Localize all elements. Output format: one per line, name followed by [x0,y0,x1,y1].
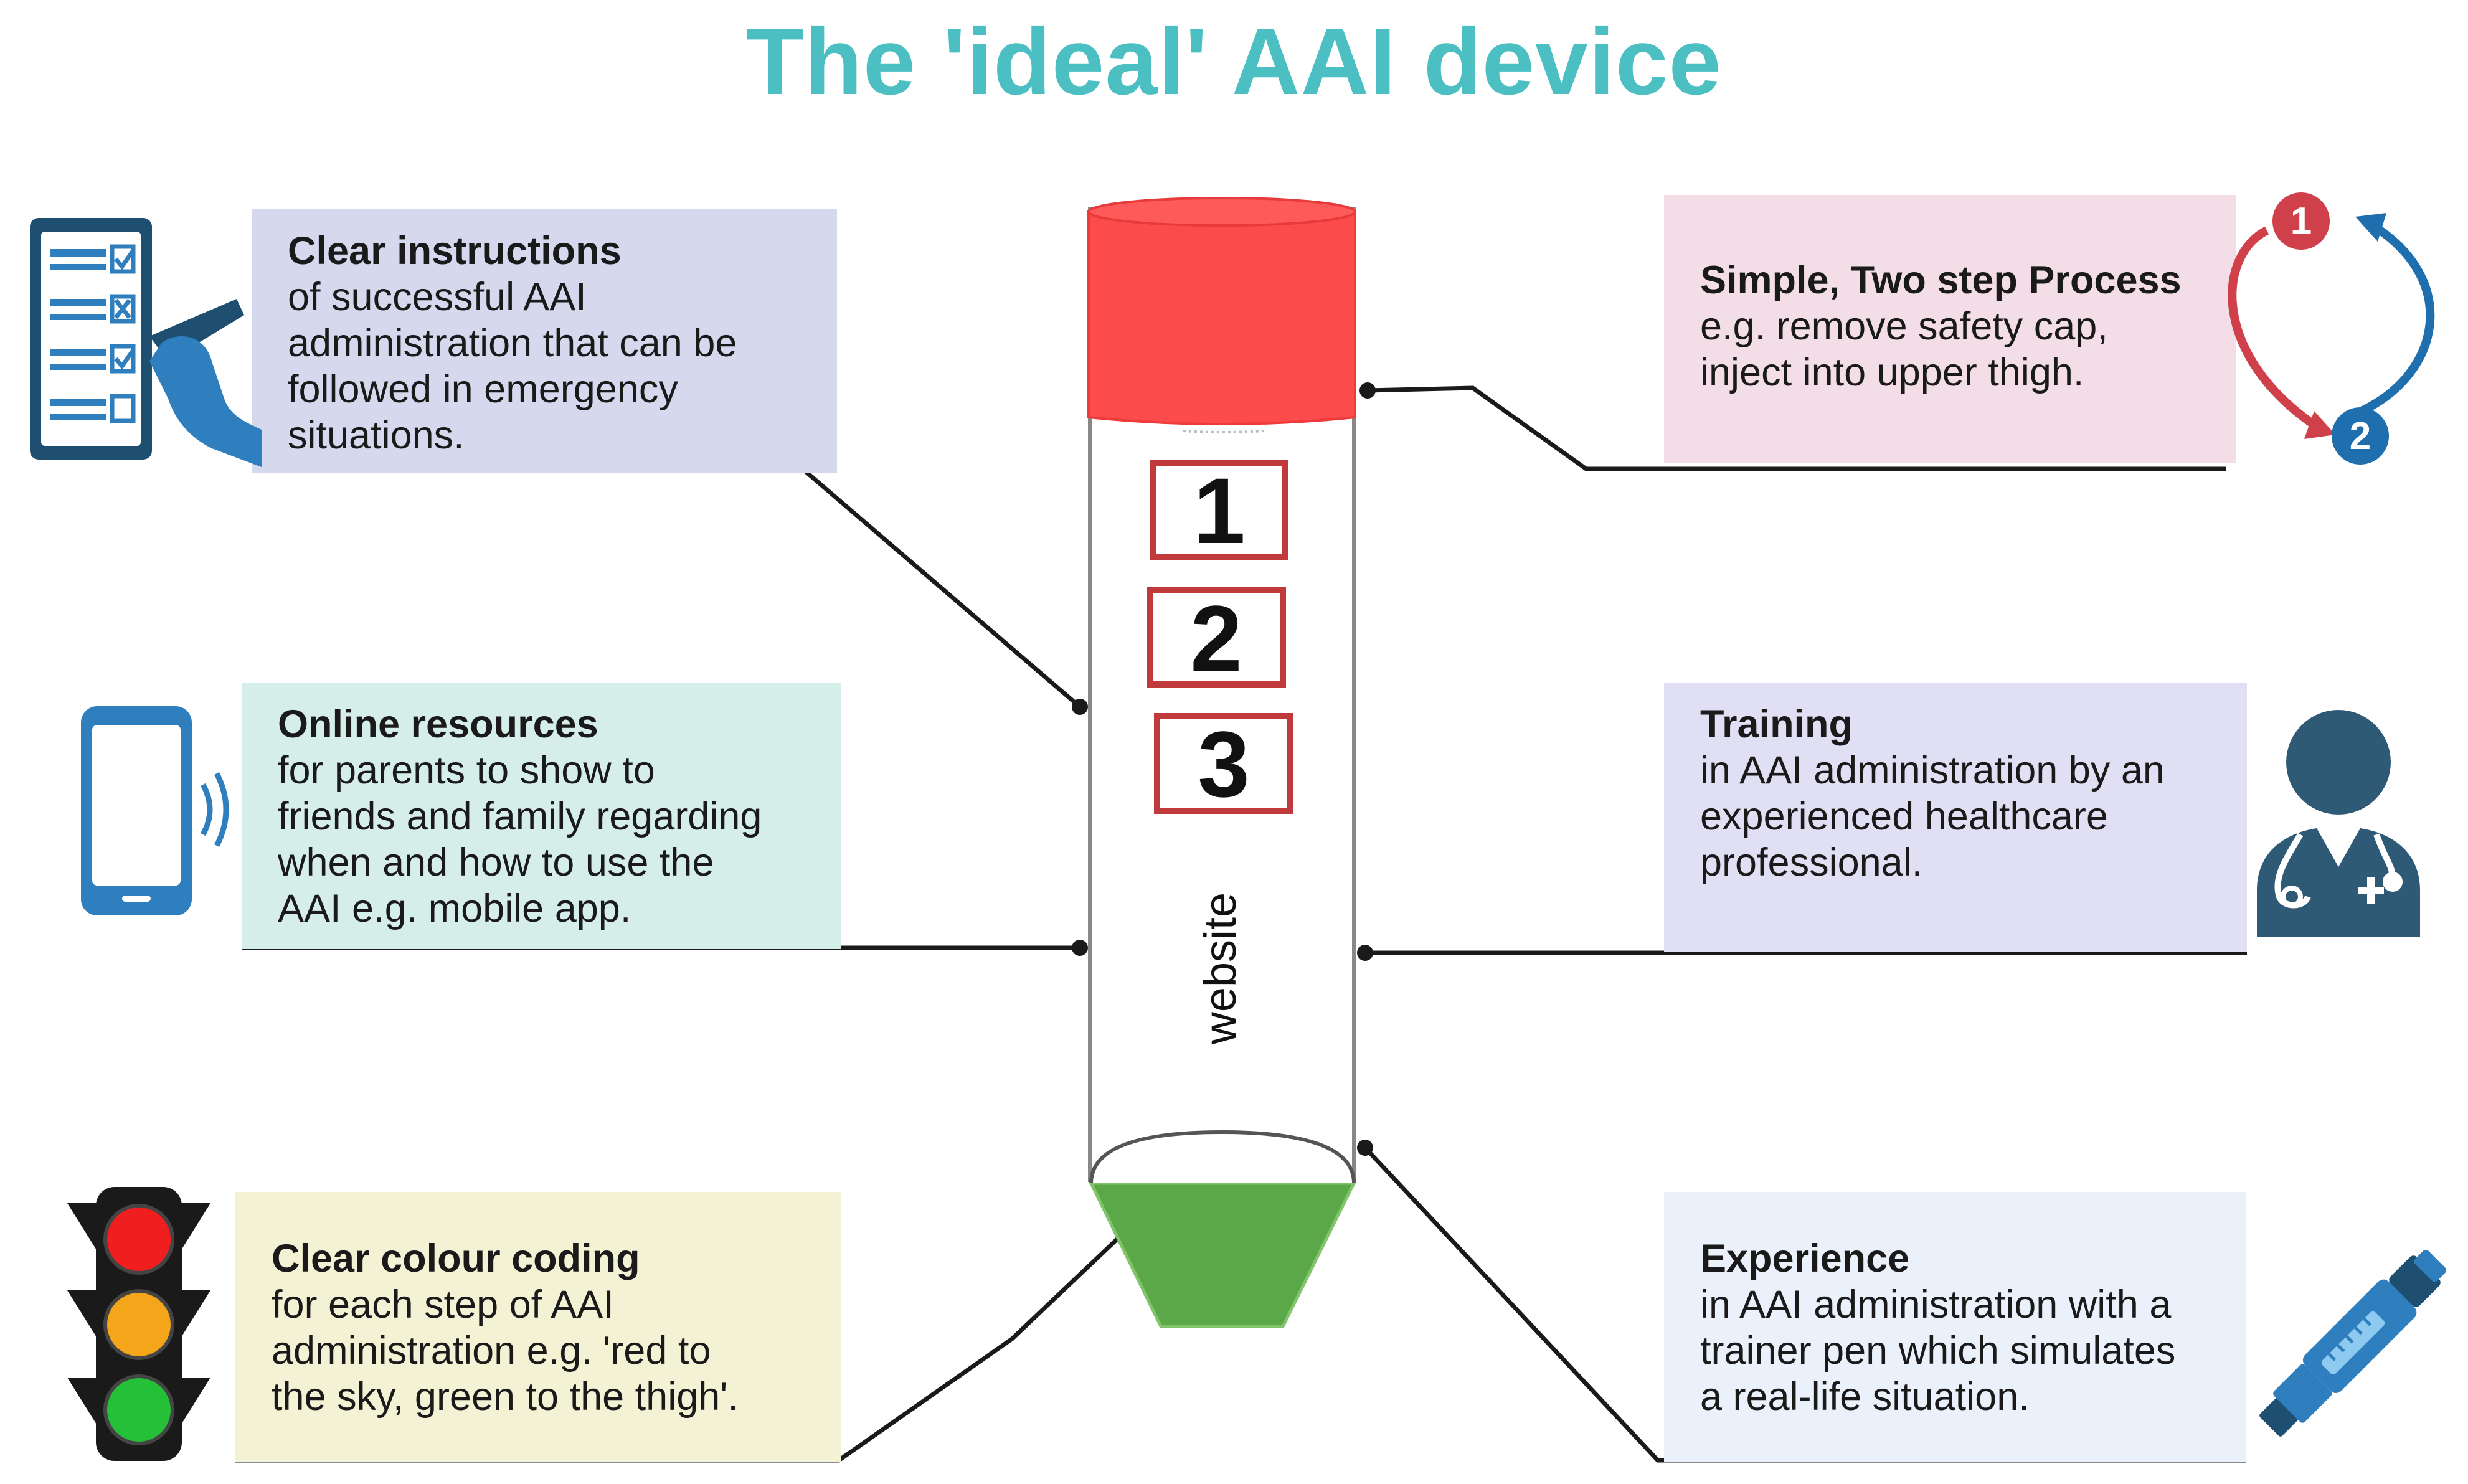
box-simple-two-step-process: Simple, Two step Process e.g. remove saf… [1664,195,2236,463]
step-box-3 [1154,713,1293,814]
box-line: AAI e.g. mobile app. [278,887,631,930]
aai-device [1087,197,1357,1328]
box-line: for each step of AAI [272,1283,614,1326]
step-box-1 [1150,460,1288,560]
box-line: trainer pen which simulates [1700,1329,2176,1373]
box-line: e.g. remove safety cap, [1700,305,2108,348]
step-number-3: 3 [1198,712,1250,816]
box-line: administration e.g. 'red to [272,1329,711,1373]
box-heading: Simple, Two step Process [1700,258,2182,302]
traffic-light-icon [67,1187,210,1461]
step-number-2: 2 [1190,586,1242,691]
box-heading: Experience [1700,1237,1910,1280]
box-heading: Training [1700,702,1853,746]
box-line: a real-life situation. [1700,1375,2030,1419]
box-line: experienced healthcare [1700,795,2108,838]
device-cap-rim [1183,430,1265,433]
doctor-icon [2257,710,2420,937]
box-line: when and how to use the [278,841,714,884]
two-step-cycle-icon: 1 2 [2228,192,2435,465]
device-tip [1089,1181,1357,1328]
box-heading: Clear colour coding [272,1237,640,1280]
box-line: administration that can be [288,321,737,365]
box-line: of successful AAI [288,275,587,319]
cycle-step-2-label: 2 [2350,415,2371,458]
step-number-1: 1 [1193,458,1246,563]
box-heading: Clear instructions [288,229,622,273]
box-line: situations. [288,414,465,457]
box-line: friends and family regarding [278,795,762,838]
page-title: The 'ideal' AAI device [746,9,1722,115]
box-heading: Online resources [278,702,598,746]
device-website-label: website [1196,892,1246,1045]
box-experience: Experience in AAI administration with a … [1664,1192,2246,1462]
cycle-step-1-label: 1 [2291,200,2312,243]
box-line: followed in emergency [288,367,678,411]
box-clear-instructions: Clear instructions of successful AAI adm… [252,209,837,473]
step-box-2 [1147,587,1286,688]
auto-injector-pen-icon [2259,1249,2447,1437]
box-line: the sky, green to the thigh'. [272,1375,739,1419]
connector-dot-experience [1357,1140,1373,1156]
checklist-icon [30,218,262,467]
connector-dot-instructions [1072,699,1088,715]
box-clear-colour-coding: Clear colour coding for each step of AAI… [235,1192,841,1462]
box-line: in AAI administration by an [1700,749,2165,792]
box-line: in AAI administration with a [1700,1283,2172,1326]
connector-simple [1367,385,2226,471]
device-cap-top [1087,197,1356,227]
connector-dot-online [1072,940,1088,956]
connector-instructions [257,463,1082,709]
device-rim [1089,1130,1356,1184]
box-online-resources: Online resources for parents to show to … [242,683,841,949]
connector-dot-simple [1359,382,1376,399]
box-line: for parents to show to [278,749,655,792]
connector-dot-training [1357,945,1373,961]
box-training: Training in AAI administration by an exp… [1664,683,2247,952]
device-cap [1087,210,1356,425]
box-line: inject into upper thigh. [1700,351,2084,394]
box-line: professional. [1700,841,1923,884]
mobile-phone-icon [81,706,229,915]
